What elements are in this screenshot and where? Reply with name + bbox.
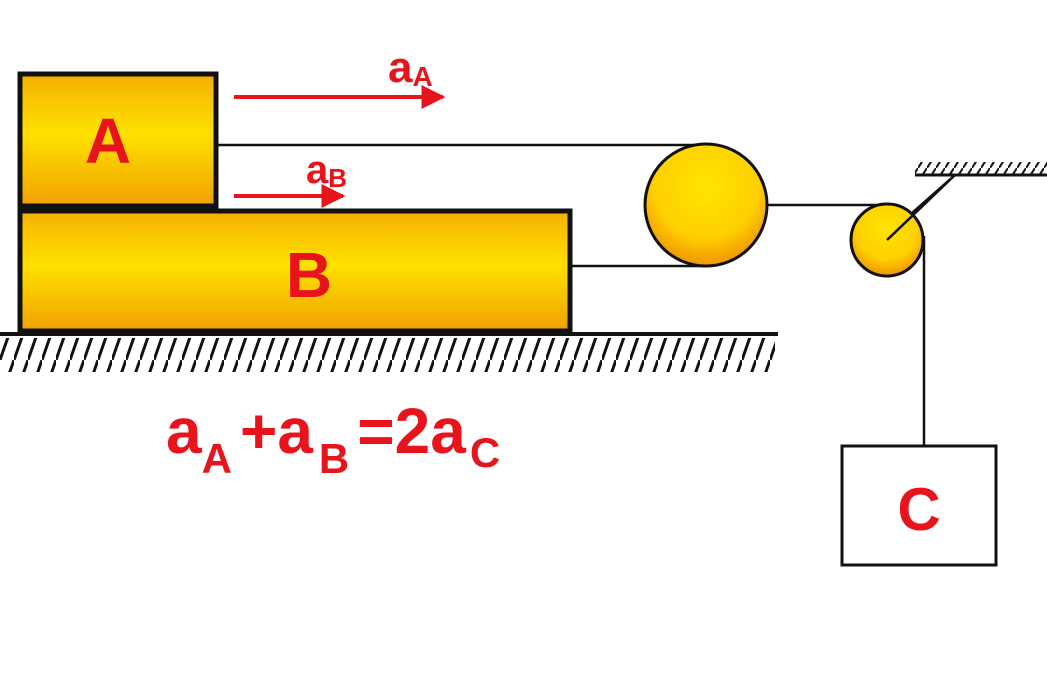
movable-pulley xyxy=(643,142,769,268)
block-b: B xyxy=(17,208,573,334)
block-c-label: C xyxy=(897,476,940,543)
arrow-b-label: aB xyxy=(306,148,347,193)
arrow-a-label: aA xyxy=(388,43,433,92)
block-b-label: B xyxy=(286,239,332,311)
acceleration-arrow-a: aA xyxy=(234,43,446,109)
acceleration-arrow-b: aB xyxy=(234,148,347,208)
block-a-label: A xyxy=(85,105,131,177)
block-c: C xyxy=(840,444,998,567)
block-a: A xyxy=(17,71,219,209)
fixed-pulley xyxy=(849,174,956,278)
ground xyxy=(0,332,778,372)
